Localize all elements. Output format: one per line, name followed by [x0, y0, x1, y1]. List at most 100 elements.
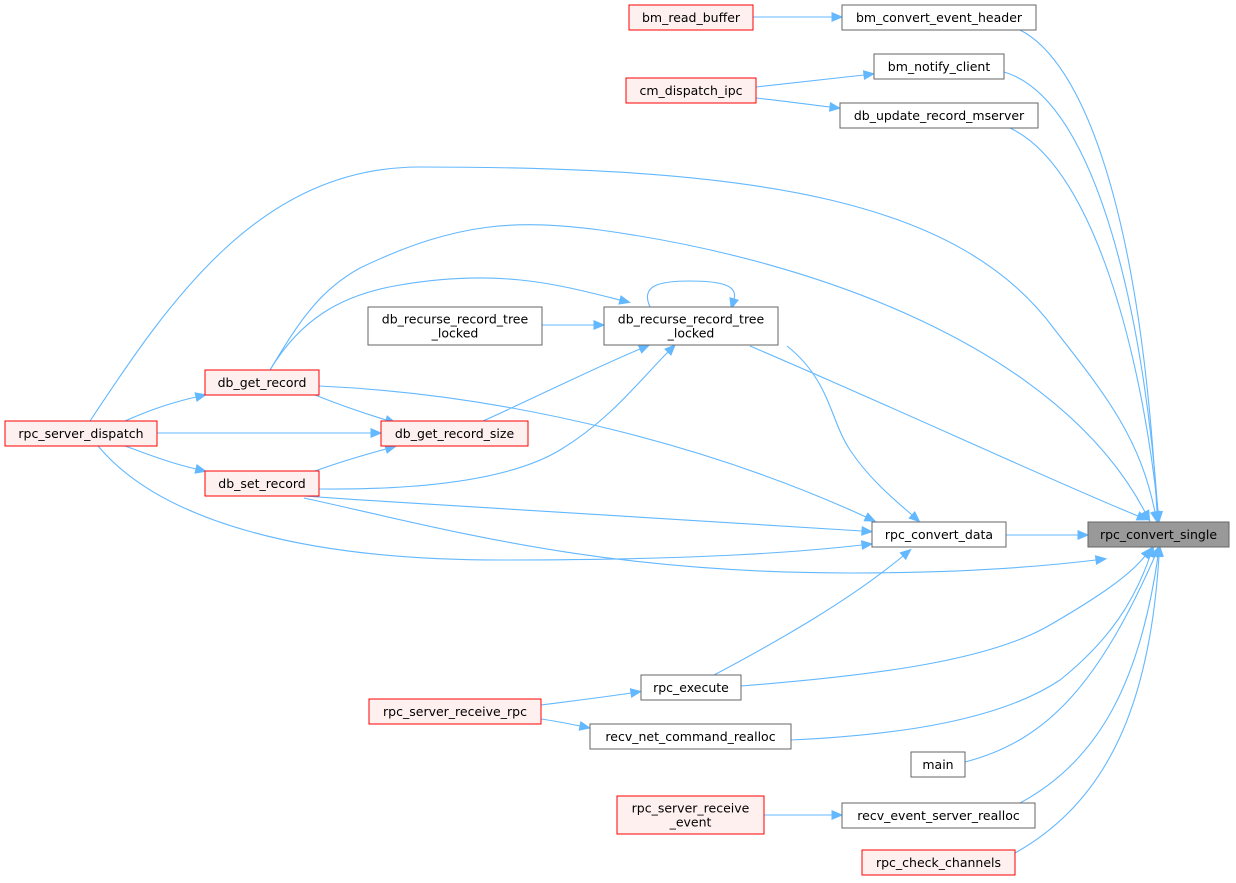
node-label: rpc_server_receive	[632, 801, 750, 816]
node-db-get-record-size[interactable]: db_get_record_size	[380, 420, 529, 447]
edge-db_recurse_record_tree_locked_b-to-rpc_convert_data	[786, 345, 913, 516]
node-label: db_set_record	[218, 476, 305, 491]
edge-db_get_record-to-rpc_convert_data	[318, 385, 867, 518]
node-recv-net-command-realloc[interactable]: recv_net_command_realloc	[589, 723, 792, 750]
edge-arrowhead	[629, 688, 643, 698]
node-box	[1087, 521, 1230, 548]
edge-arrowhead	[908, 510, 921, 523]
edge-arrowhead	[194, 392, 208, 402]
node-label: db_get_record	[218, 375, 307, 390]
node-box	[204, 369, 320, 396]
edge-rpc_server_dispatch-to-rpc_convert_data	[97, 445, 863, 561]
node-bm-read-buffer[interactable]: bm_read_buffer	[628, 4, 754, 31]
edge-db_set_record-to-db_get_record_size	[314, 448, 387, 472]
node-label: db_get_record_size	[395, 426, 515, 441]
node-db-get-record[interactable]: db_get_record	[204, 369, 320, 396]
node-box	[625, 77, 757, 104]
node-box	[841, 4, 1037, 31]
node-main[interactable]: main	[910, 751, 966, 778]
edge-arrowhead	[664, 344, 676, 356]
node-label: _event	[669, 815, 712, 830]
node-box	[616, 795, 765, 835]
edge-rpc_server_receive_rpc-to-recv_net_command_realloc	[540, 718, 581, 727]
node-rpc-check-channels[interactable]: rpc_check_channels	[861, 849, 1016, 876]
edge-arrowhead	[637, 344, 651, 354]
edge-arrowhead	[578, 721, 592, 731]
node-label: db_recurse_record_tree	[382, 312, 529, 327]
edge-rpc_server_receive_rpc-to-rpc_execute	[540, 692, 632, 706]
edge-db_set_record-to-rpc_convert_single	[303, 497, 1097, 574]
edge-rpc_execute-to-rpc_convert_data	[713, 555, 904, 676]
edge-arrowhead	[831, 810, 844, 820]
edge-arrowhead	[729, 297, 739, 310]
edge-arrowhead	[861, 526, 874, 536]
node-box	[910, 751, 966, 778]
node-db-update-record-mserver[interactable]: db_update_record_mserver	[839, 102, 1039, 129]
node-label: rpc_server_receive_rpc	[383, 704, 527, 719]
edge-rpc_server_dispatch-to-db_set_record	[124, 445, 197, 470]
node-label: db_recurse_record_tree	[618, 312, 765, 327]
node-label: _locked	[667, 326, 715, 341]
edge-recv_event_server_realloc-to-rpc_convert_single	[1019, 555, 1159, 804]
node-label: cm_dispatch_ipc	[639, 83, 742, 98]
node-rpc-convert-single: rpc_convert_single	[1087, 521, 1230, 548]
node-label: bm_convert_event_header	[856, 10, 1023, 25]
node-box	[367, 306, 543, 346]
node-recv-event-server-realloc[interactable]: recv_event_server_realloc	[841, 802, 1036, 829]
edge-db_set_record-to-rpc_convert_data	[303, 495, 863, 532]
node-label: _locked	[431, 326, 479, 341]
node-label: rpc_check_channels	[876, 855, 1001, 870]
node-box	[589, 723, 792, 750]
edge-db_get_record-to-db_get_record_size	[314, 394, 387, 421]
node-rpc-execute[interactable]: rpc_execute	[640, 674, 742, 701]
node-rpc-server-dispatch[interactable]: rpc_server_dispatch	[4, 420, 158, 447]
node-label: rpc_convert_data	[885, 527, 993, 542]
node-db-set-record[interactable]: db_set_record	[204, 470, 320, 497]
node-label: bm_notify_client	[888, 59, 991, 74]
edge-arrowhead	[593, 320, 606, 330]
node-label: main	[922, 757, 953, 772]
edge-arrowhead	[1135, 511, 1149, 521]
node-box	[380, 420, 529, 447]
edge-arrowhead	[828, 102, 842, 112]
edge-db_get_record-to-db_recurse_record_tree_locked_b	[269, 277, 621, 371]
node-box	[873, 53, 1005, 80]
node-label: rpc_server_dispatch	[18, 426, 143, 441]
node-db-recurse-record-tree-locked-a[interactable]: db_recurse_record_tree_locked	[367, 306, 543, 346]
edge-db_update_record_mserver-to-rpc_convert_single	[1009, 127, 1159, 513]
node-label: rpc_convert_single	[1100, 527, 1217, 542]
edge-arrowhead	[1077, 530, 1090, 540]
node-rpc-convert-data[interactable]: rpc_convert_data	[871, 521, 1007, 548]
node-bm-convert-event-header[interactable]: bm_convert_event_header	[841, 4, 1037, 31]
edge-arrowhead	[370, 428, 383, 438]
node-cm-dispatch-ipc[interactable]: cm_dispatch_ipc	[625, 77, 757, 104]
edge-recv_net_command_realloc-to-rpc_convert_single	[790, 555, 1151, 741]
edge-arrowhead	[1150, 510, 1160, 524]
node-rpc-server-receive-event[interactable]: rpc_server_receive_event	[616, 795, 765, 835]
node-box	[841, 802, 1036, 829]
node-bm-notify-client[interactable]: bm_notify_client	[873, 53, 1005, 80]
edges-layer	[89, 12, 1164, 854]
node-label: recv_event_server_realloc	[857, 808, 1020, 823]
node-db-recurse-record-tree-locked-b[interactable]: db_recurse_record_tree_locked	[603, 306, 779, 346]
edge-db_get_record-to-rpc_convert_single	[269, 224, 1146, 513]
node-box	[603, 306, 779, 346]
edge-db_get_record_size-to-db_recurse_record_tree_locked_b	[482, 348, 641, 422]
edge-rpc_server_dispatch-to-rpc_convert_single	[89, 166, 1156, 513]
edge-db_recurse_record_tree_locked_b-to-db_recurse_record_tree_locked_b	[647, 280, 736, 308]
node-label: recv_net_command_realloc	[605, 729, 775, 744]
edge-arrowhead	[194, 464, 208, 474]
edge-arrowhead	[1094, 555, 1108, 565]
edge-arrowhead	[899, 548, 912, 561]
edge-arrowhead	[863, 512, 877, 522]
edge-arrowhead	[831, 12, 844, 22]
node-box	[861, 849, 1016, 876]
node-box	[628, 4, 754, 31]
edge-rpc_server_dispatch-to-db_get_record	[124, 396, 197, 422]
nodes-layer: rpc_convert_single bm_convert_event_heade…	[4, 4, 1230, 876]
node-label: rpc_execute	[653, 680, 729, 695]
node-rpc-server-receive-rpc[interactable]: rpc_server_receive_rpc	[368, 698, 542, 725]
edge-bm_convert_event_header-to-rpc_convert_single	[1019, 29, 1158, 513]
edge-arrowhead	[618, 295, 631, 305]
